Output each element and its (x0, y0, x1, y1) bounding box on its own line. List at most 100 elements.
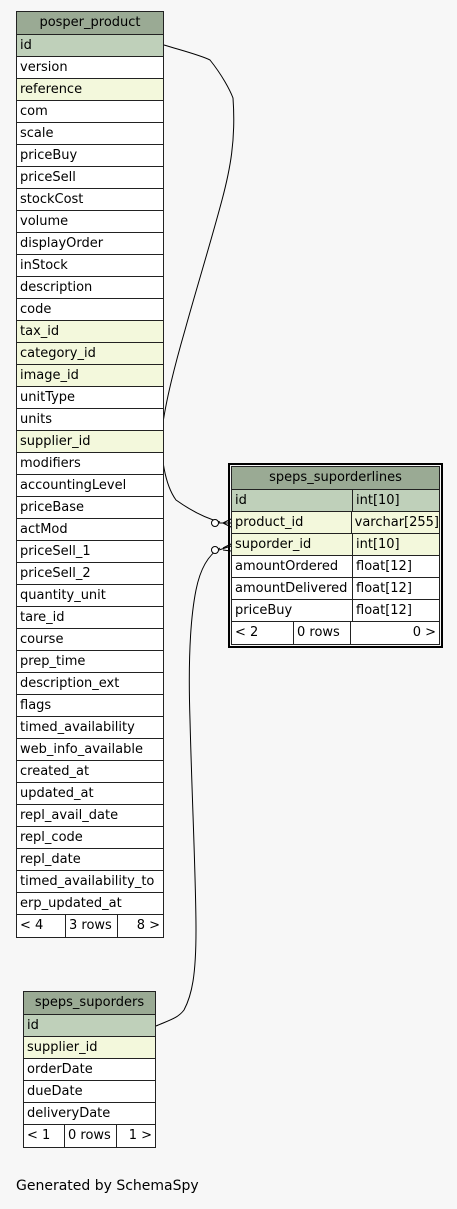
column-row-pricesell-2[interactable]: priceSell_2 (17, 563, 163, 585)
column-name: priceBase (20, 500, 85, 515)
table-title[interactable]: speps_suporderlines (232, 467, 439, 490)
column-row-pricesell-1[interactable]: priceSell_1 (17, 541, 163, 563)
column-row-scale[interactable]: scale (17, 123, 163, 145)
table-title[interactable]: posper_product (17, 12, 163, 35)
column-name: version (20, 60, 68, 75)
column-name: timed_availability_to (20, 874, 155, 889)
column-row-supplier-id[interactable]: supplier_id (24, 1037, 155, 1059)
column-row-stockcost[interactable]: stockCost (17, 189, 163, 211)
column-row-duedate[interactable]: dueDate (24, 1081, 155, 1103)
column-row-tare-id[interactable]: tare_id (17, 607, 163, 629)
column-type: varchar[255] (350, 512, 439, 533)
column-name: reference (20, 82, 83, 97)
column-row-units[interactable]: units (17, 409, 163, 431)
children-link[interactable]: 1 > (116, 1125, 155, 1147)
column-name: tare_id (20, 610, 65, 625)
column-row-web-info-available[interactable]: web_info_available (17, 739, 163, 761)
column-type: int[10] (352, 534, 439, 555)
column-name: quantity_unit (20, 588, 106, 603)
column-row-version[interactable]: version (17, 57, 163, 79)
column-row-id[interactable]: id (17, 35, 163, 57)
column-name: priceBuy (20, 148, 78, 163)
column-row-displayorder[interactable]: displayOrder (17, 233, 163, 255)
column-row-accountinglevel[interactable]: accountingLevel (17, 475, 163, 497)
row-count: 0 rows (293, 622, 350, 644)
column-row-deliverydate[interactable]: deliveryDate (24, 1103, 155, 1125)
parents-link[interactable]: < 4 (20, 918, 44, 933)
column-row-repl-code[interactable]: repl_code (17, 827, 163, 849)
column-row-description-ext[interactable]: description_ext (17, 673, 163, 695)
column-row-pricebuy[interactable]: priceBuy (17, 145, 163, 167)
column-row-com[interactable]: com (17, 101, 163, 123)
column-type: int[10] (352, 490, 439, 511)
column-row-pricebase[interactable]: priceBase (17, 497, 163, 519)
column-row-volume[interactable]: volume (17, 211, 163, 233)
column-row-modifiers[interactable]: modifiers (17, 453, 163, 475)
column-row-flags[interactable]: flags (17, 695, 163, 717)
column-name: orderDate (27, 1062, 93, 1077)
column-row-image-id[interactable]: image_id (17, 365, 163, 387)
row-count: 0 rows (64, 1125, 116, 1147)
column-row-repl-avail-date[interactable]: repl_avail_date (17, 805, 163, 827)
column-row-created-at[interactable]: created_at (17, 761, 163, 783)
column-name: description (20, 280, 93, 295)
column-row-category-id[interactable]: category_id (17, 343, 163, 365)
column-row-reference[interactable]: reference (17, 79, 163, 101)
parents-link[interactable]: < 2 (235, 625, 259, 640)
column-row-supplier-id[interactable]: supplier_id (17, 431, 163, 453)
column-row-code[interactable]: code (17, 299, 163, 321)
column-name: priceSell_1 (20, 544, 91, 559)
column-row-timed-availability[interactable]: timed_availability (17, 717, 163, 739)
column-name: flags (20, 698, 52, 713)
column-name: repl_code (20, 830, 83, 845)
column-row-updated-at[interactable]: updated_at (17, 783, 163, 805)
table-title[interactable]: speps_suporders (24, 992, 155, 1015)
children-link[interactable]: 0 > (350, 622, 439, 644)
column-row-timed-availability-to[interactable]: timed_availability_to (17, 871, 163, 893)
column-name: id (27, 1018, 39, 1033)
column-row-unittype[interactable]: unitType (17, 387, 163, 409)
column-type: float[12] (352, 578, 439, 599)
column-name: prep_time (20, 654, 86, 669)
column-name: course (20, 632, 64, 647)
column-name: created_at (20, 764, 90, 779)
column-name: description_ext (20, 676, 120, 691)
column-name: com (20, 104, 48, 119)
column-row-course[interactable]: course (17, 629, 163, 651)
column-row-repl-date[interactable]: repl_date (17, 849, 163, 871)
column-row-erp-updated-at[interactable]: erp_updated_at (17, 893, 163, 915)
column-row-instock[interactable]: inStock (17, 255, 163, 277)
column-name: tax_id (20, 324, 60, 339)
column-name: timed_availability (20, 720, 135, 735)
column-row-pricesell[interactable]: priceSell (17, 167, 163, 189)
column-row-description[interactable]: description (17, 277, 163, 299)
children-link[interactable]: 8 > (117, 915, 163, 937)
column-name: amountOrdered (235, 559, 339, 574)
column-row-actmod[interactable]: actMod (17, 519, 163, 541)
column-row-id[interactable]: id (24, 1015, 155, 1037)
column-name: stockCost (20, 192, 84, 207)
column-row-quantity-unit[interactable]: quantity_unit (17, 585, 163, 607)
column-name: supplier_id (27, 1040, 98, 1055)
parents-link[interactable]: < 1 (27, 1128, 51, 1143)
column-name: web_info_available (20, 742, 143, 757)
column-name: displayOrder (20, 236, 104, 251)
crow-foot-product-id (211, 518, 232, 528)
column-row-prep-time[interactable]: prep_time (17, 651, 163, 673)
column-name: unitType (20, 390, 76, 405)
crow-foot-suporder-id (211, 543, 232, 554)
column-row-orderdate[interactable]: orderDate (24, 1059, 155, 1081)
column-name: scale (20, 126, 54, 141)
column-row-tax-id[interactable]: tax_id (17, 321, 163, 343)
